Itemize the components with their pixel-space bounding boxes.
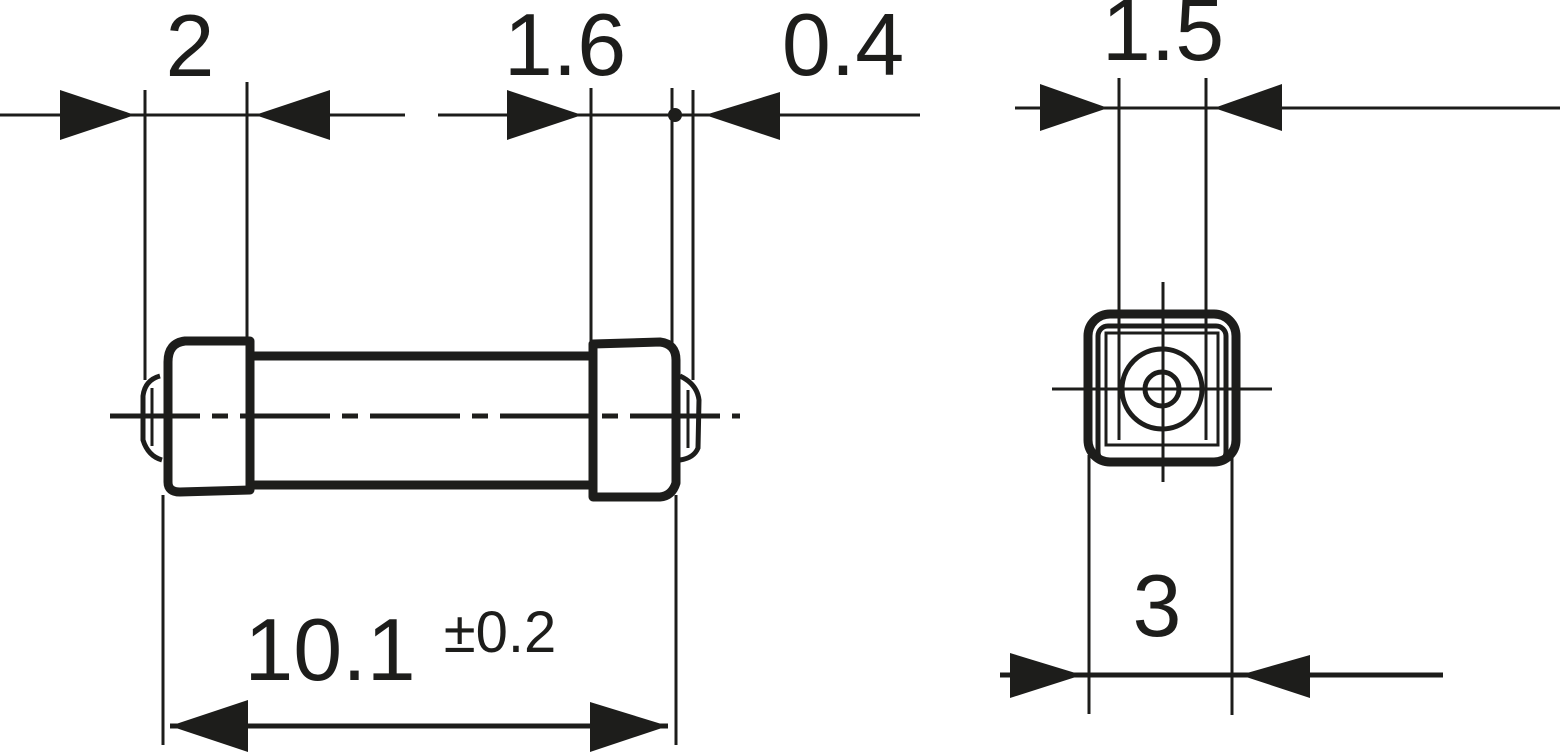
arrow-right-icon [60, 90, 135, 140]
dimension-dot [668, 108, 682, 122]
arrow-left-icon [1240, 655, 1310, 698]
dim-label-lead-thickness: 0.4 [782, 0, 904, 94]
dim-label-overall-length: 10.1 [244, 600, 415, 699]
arrow-right-icon [1010, 653, 1082, 698]
arrow-right-icon [1040, 84, 1108, 131]
dimension-overall-length: 10.1 ±0.2 [161, 495, 678, 752]
arrow-right-icon [590, 702, 668, 752]
fuse-body [250, 351, 590, 490]
dimension-cap-width: 2 [0, 0, 405, 380]
dimension-pin-width: 1.5 [1015, 0, 1560, 440]
dim-label-cap-width: 2 [166, 0, 215, 95]
arrow-right-icon [507, 90, 582, 140]
dim-label-overall-tolerance: ±0.2 [444, 600, 556, 665]
end-view: 1.5 3 [1000, 0, 1560, 715]
arrow-left-icon [170, 700, 248, 752]
dim-label-pin-width: 1.5 [1102, 0, 1224, 79]
dim-label-pin-offset: 1.6 [504, 0, 626, 94]
arrow-left-icon [705, 92, 780, 140]
side-view: 2 1.6 0.4 [0, 0, 920, 752]
dim-label-body-width: 3 [1133, 556, 1182, 655]
right-end-cap [588, 337, 702, 502]
dimension-body-width: 3 [1000, 455, 1443, 715]
dimension-pin-offset: 1.6 0.4 [438, 0, 920, 380]
arrow-left-icon [255, 90, 330, 140]
arrow-left-icon [1214, 84, 1282, 131]
